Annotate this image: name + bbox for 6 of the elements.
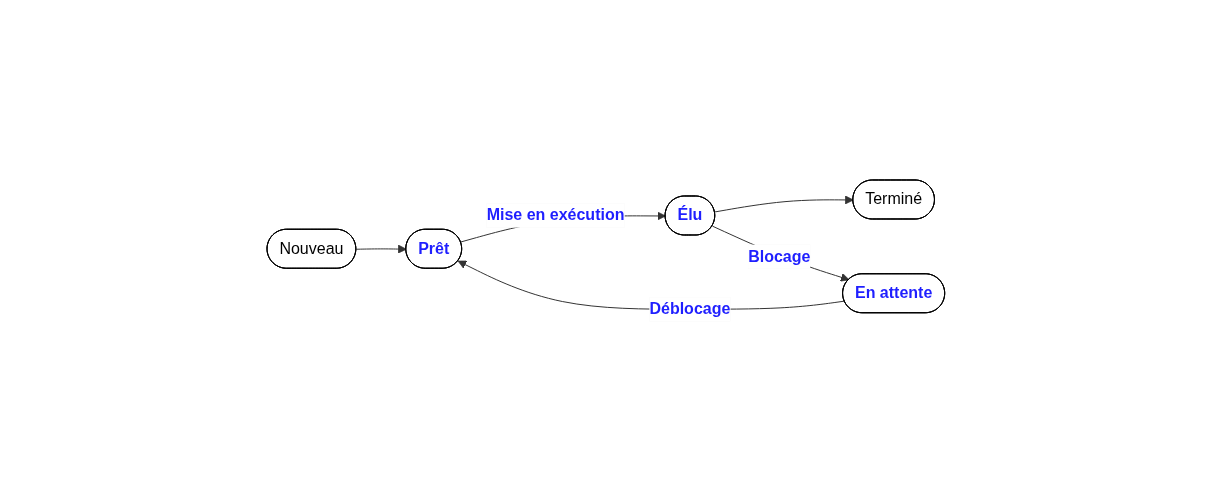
arrow	[713, 195, 854, 213]
edge-label: Blocage	[747, 247, 811, 265]
edge-label: Déblocage	[649, 300, 731, 318]
arrow	[355, 244, 407, 254]
arrow	[711, 225, 850, 282]
edge-label: Mise en exécution	[486, 206, 625, 224]
